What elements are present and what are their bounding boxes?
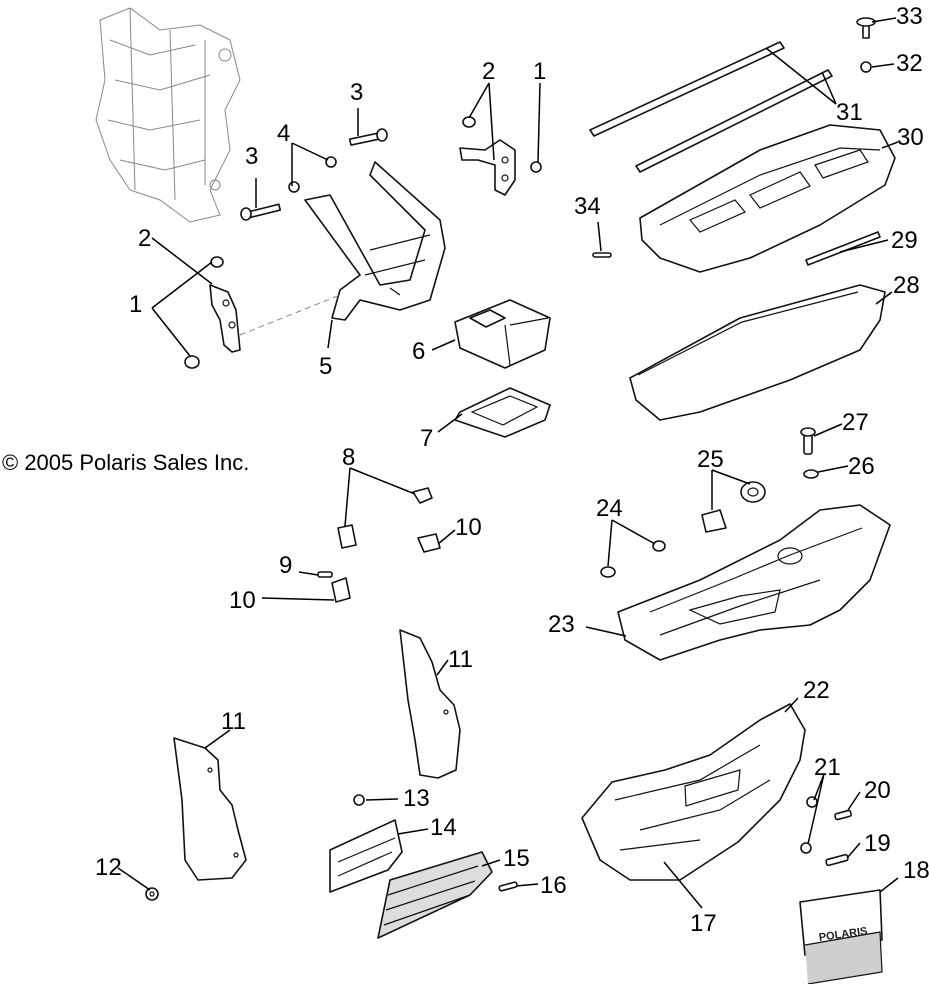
callout-4: 4 [277,120,290,147]
clip-10-upper[interactable] [417,533,441,553]
callout-18: 18 [903,857,929,884]
screw-16[interactable] [498,881,518,892]
grommet-25-right[interactable] [740,481,766,503]
badge-plate[interactable]: POLARIS [799,889,883,984]
callout-9: 9 [279,552,292,579]
copyright-text: © 2005 Polaris Sales Inc. [2,450,249,475]
control-module[interactable] [454,299,551,369]
nut-4-lower[interactable] [288,181,300,193]
callout-13: 13 [403,785,430,812]
module-gasket[interactable] [454,387,551,438]
callout-29: 29 [891,227,918,254]
callout-24: 24 [596,495,623,522]
storage-box[interactable] [617,504,891,661]
rail-31-upper[interactable] [589,41,785,137]
frame-ghost [95,7,241,223]
callout-19: 19 [864,830,891,857]
callout-10-upper: 10 [455,514,482,541]
clip-8-top[interactable] [412,487,433,504]
nut-32[interactable] [860,61,872,73]
bolt-3-upper[interactable] [348,128,388,146]
callout-21: 21 [814,754,841,781]
leader-lines [117,17,899,909]
callout-28: 28 [893,272,920,299]
screw-13[interactable] [353,794,365,806]
callout-2-upper: 2 [482,58,495,85]
bolt-27[interactable] [800,427,816,455]
callout-1-upper: 1 [533,58,546,85]
rack-support[interactable] [239,161,446,336]
callout-5: 5 [319,353,332,380]
bolt-1-upper-right[interactable] [530,161,542,173]
callout-34: 34 [574,193,601,220]
storage-lid[interactable] [639,124,896,273]
bolt-20[interactable] [834,809,852,821]
side-panel-right[interactable] [399,629,461,779]
callout-6: 6 [412,338,425,365]
callout-20: 20 [864,777,891,804]
clip-10-lower[interactable] [331,577,351,603]
screw-12[interactable] [145,887,159,901]
callout-2-left: 2 [138,225,151,252]
washer-21-upper[interactable] [806,796,818,808]
callout-32: 32 [896,50,923,77]
callouts: 1 2 3 3 4 2 1 5 6 7 8 9 10 10 11 11 12 1… [95,3,929,937]
callout-12: 12 [95,854,122,881]
callout-11-left: 11 [221,708,246,735]
callout-8: 8 [342,444,355,471]
callout-27: 27 [842,409,869,436]
side-panel-left[interactable] [173,737,247,881]
callout-30: 30 [897,124,924,151]
grille-mesh[interactable] [377,851,493,939]
callout-15: 15 [503,845,530,872]
bolt-3-lower[interactable] [240,203,282,221]
clip-8-bottom[interactable] [337,524,357,549]
callout-3-upper: 3 [350,79,363,106]
bolt-33[interactable] [856,17,876,39]
seal-gasket[interactable] [629,284,886,421]
callout-23: 23 [548,611,575,638]
callout-1-left: 1 [129,291,142,318]
washer-21-lower[interactable] [800,842,812,854]
callout-31: 31 [836,99,863,126]
callout-14: 14 [430,814,457,841]
clip-24-right[interactable] [652,540,666,552]
bolt-1-left-bottom[interactable] [184,355,200,369]
grille-frame[interactable] [329,819,403,893]
upper-bracket[interactable] [459,139,516,196]
bolt-19[interactable] [825,853,849,867]
callout-16: 16 [540,872,567,899]
grommet-25-left[interactable] [701,509,727,533]
callout-7: 7 [420,425,433,452]
lid-strip-29[interactable] [805,231,881,266]
callout-25: 25 [697,446,724,473]
bolt-1-upper-left[interactable] [462,116,476,128]
left-bracket[interactable] [209,284,241,353]
nut-4-upper[interactable] [325,156,337,168]
callout-10-lower: 10 [229,587,256,614]
pin-34[interactable] [592,252,612,258]
clip-24-left[interactable] [600,566,616,578]
bolt-1-left-top[interactable] [210,256,224,268]
callout-33: 33 [896,3,923,30]
callout-3-lower: 3 [245,143,258,170]
rail-31-lower[interactable] [635,69,833,173]
pin-9[interactable] [317,571,333,578]
callout-11-right: 11 [448,646,473,673]
callout-26: 26 [848,453,875,480]
callout-17: 17 [690,910,717,937]
front-bumper[interactable] [581,703,806,881]
washer-26[interactable] [803,469,819,479]
callout-22: 22 [803,677,830,704]
